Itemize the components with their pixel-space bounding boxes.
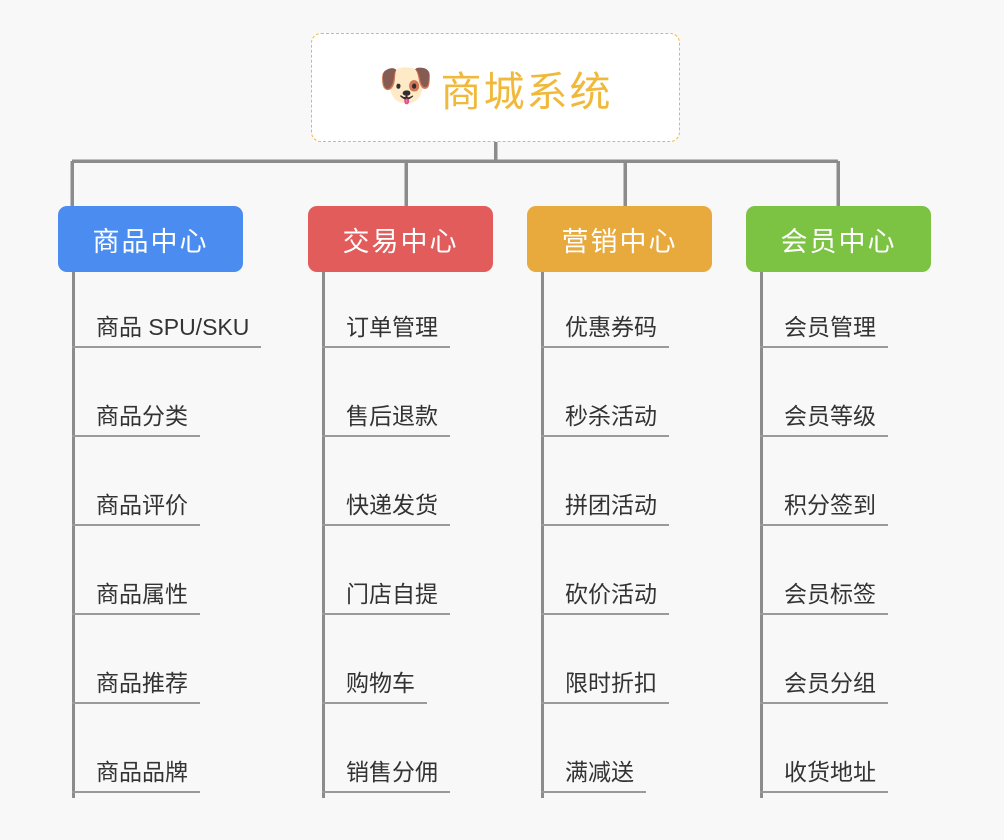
list-item-label: 会员等级 <box>760 403 888 437</box>
root-node-title: 商城系统 <box>440 68 613 115</box>
column-header-trade-center[interactable]: 交易中心 <box>308 206 493 272</box>
list-item-label: 限时折扣 <box>541 670 669 704</box>
column-header-member-center[interactable]: 会员中心 <box>746 206 931 272</box>
list-item-label: 商品品牌 <box>72 759 200 793</box>
list-item-label: 订单管理 <box>322 314 450 348</box>
column-header-label: 营销中心 <box>561 226 678 257</box>
column-header-label: 会员中心 <box>780 226 897 257</box>
list-item-label: 商品分类 <box>72 403 200 437</box>
list-item-label: 砍价活动 <box>541 581 669 615</box>
list-item-label: 收货地址 <box>760 759 888 793</box>
list-item-label: 销售分佣 <box>322 759 450 793</box>
root-node-shop-system[interactable]: 🐶 商城系统 <box>311 33 680 142</box>
list-item-label: 秒杀活动 <box>541 403 669 437</box>
column-spine <box>72 272 75 798</box>
list-item-label: 会员分组 <box>760 670 888 704</box>
column-spine <box>760 272 763 798</box>
list-item-label: 售后退款 <box>322 403 450 437</box>
list-item-label: 商品 SPU/SKU <box>72 314 262 348</box>
list-item-label: 门店自提 <box>322 581 450 615</box>
column-spine <box>322 272 325 798</box>
list-item-label: 优惠券码 <box>541 314 669 348</box>
list-item-label: 积分签到 <box>760 492 888 526</box>
list-item-label: 快递发货 <box>322 492 450 526</box>
list-item-label: 会员标签 <box>760 581 888 615</box>
list-item-label: 拼团活动 <box>541 492 669 526</box>
list-item-label: 商品评价 <box>72 492 200 526</box>
list-item-label: 商品属性 <box>72 581 200 615</box>
shiba-dog-face-icon: 🐶 <box>378 59 434 111</box>
column-header-label: 商品中心 <box>92 226 209 257</box>
list-item-label: 满减送 <box>541 759 646 793</box>
list-item-label: 购物车 <box>322 670 427 704</box>
column-header-marketing-center[interactable]: 营销中心 <box>527 206 712 272</box>
column-header-label: 交易中心 <box>342 226 459 257</box>
list-item-label: 会员管理 <box>760 314 888 348</box>
column-spine <box>541 272 544 798</box>
list-item-label: 商品推荐 <box>72 670 200 704</box>
column-header-product-center[interactable]: 商品中心 <box>58 206 243 272</box>
